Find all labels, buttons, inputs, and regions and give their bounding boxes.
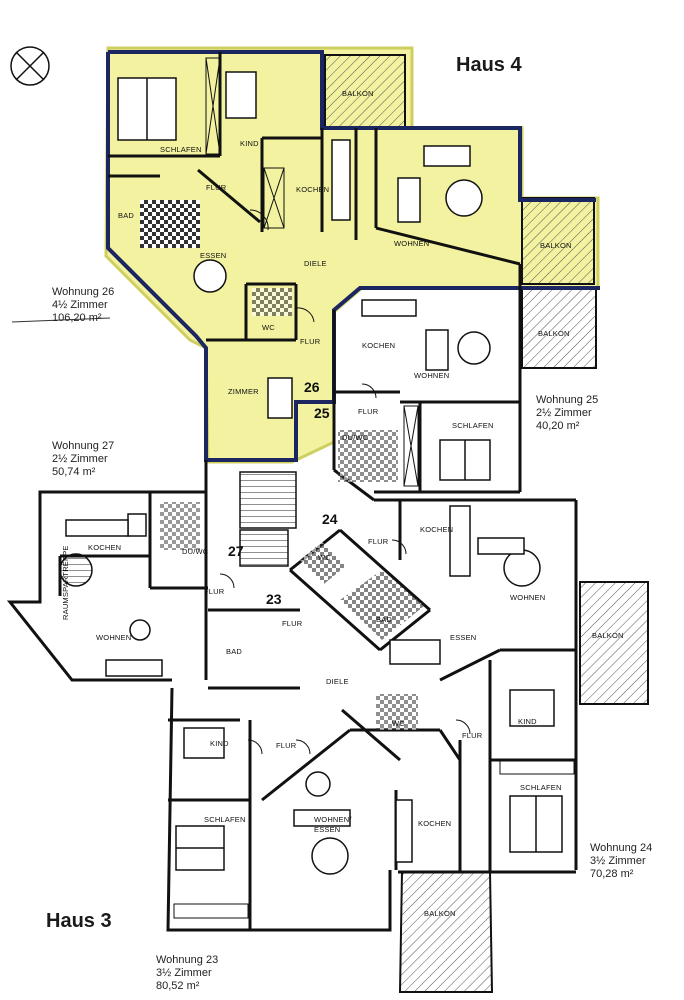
unit-area: 70,28 m² — [590, 868, 634, 880]
label-kochen-27: KOCHEN — [88, 543, 121, 552]
unit-name: Wohnung 27 — [52, 440, 115, 452]
label-kind-23: KIND — [210, 739, 229, 748]
label-diele-23: DIELE — [326, 677, 349, 686]
label-essen-24: ESSEN — [450, 633, 476, 642]
title-haus-4: Haus 4 — [456, 54, 522, 76]
label-balkon-23: BALKON — [424, 909, 456, 918]
door-swings — [219, 209, 471, 755]
unit-rooms: 2½ Zimmer — [52, 453, 108, 465]
duwc-27-tiles — [160, 502, 200, 550]
label-wohnen-25: WOHNEN — [414, 371, 449, 380]
label-flur-23a: FLUR — [282, 619, 303, 628]
unit-area: 40,20 m² — [536, 420, 580, 432]
wc-23-tiles — [376, 694, 418, 730]
unit-name: Wohnung 24 — [590, 842, 653, 854]
label-diele-26: DIELE — [304, 259, 327, 268]
caption-wohnung-25: Wohnung 25 2½ Zimmer 40,20 m² — [536, 394, 598, 433]
label-wohnen-essen-23a: WOHNEN/ — [314, 815, 352, 824]
bad-26-tiles — [140, 200, 200, 248]
label-zimmer-26: ZIMMER — [228, 387, 259, 396]
label-bad-26: BAD — [118, 211, 134, 220]
balkon-26-top — [324, 54, 406, 128]
wc-center-tiles — [300, 542, 346, 584]
unit-rooms: 4½ Zimmer — [52, 299, 108, 311]
label-wc-26: WC — [262, 323, 275, 332]
label-schlafen-26: SCHLAFEN — [160, 145, 202, 154]
label-balkon-24: BALKON — [592, 631, 624, 640]
unit-rooms: 3½ Zimmer — [156, 967, 212, 979]
label-flur-26: FLUR — [206, 183, 227, 192]
label-duwc-25: DU/WC — [342, 433, 369, 442]
unit-rooms: 2½ Zimmer — [536, 407, 592, 419]
unit-area: 80,52 m² — [156, 980, 200, 992]
label-wc-23: WC — [392, 719, 405, 728]
duwc-25-tiles — [338, 430, 398, 482]
caption-wohnung-26: Wohnung 26 4½ Zimmer 106,20 m² — [52, 286, 114, 325]
unit-area: 50,74 m² — [52, 466, 96, 478]
label-kochen-23: KOCHEN — [418, 819, 451, 828]
north-arrow-icon — [10, 46, 50, 86]
unit-number-27: 27 — [228, 543, 244, 559]
unit-rooms: 3½ Zimmer — [590, 855, 646, 867]
label-wohnen-24: WOHNEN — [510, 593, 545, 602]
label-balkon-25: BALKON — [538, 329, 570, 338]
label-balkon-top: BALKON — [342, 89, 374, 98]
label-schlafen-25: SCHLAFEN — [452, 421, 494, 430]
furniture-beds — [117, 71, 563, 871]
bad-center-tiles — [340, 570, 424, 640]
leader-line-26 — [11, 317, 111, 323]
label-raumspartreppe: RAUMSPARTREPPE — [61, 545, 70, 620]
label-duwc-27: DU/WC — [182, 547, 209, 556]
label-bad-center: BAD — [376, 615, 392, 624]
wardrobes — [173, 57, 575, 919]
label-flur-25: FLUR — [358, 407, 379, 416]
label-essen-26: ESSEN — [200, 251, 226, 260]
label-bad-23: BAD — [226, 647, 242, 656]
title-haus-3: Haus 3 — [46, 910, 112, 932]
label-wohnen-26: WOHNEN — [394, 239, 429, 248]
label-flur-24: FLUR — [368, 537, 389, 546]
label-flur-26b: FLUR — [300, 337, 321, 346]
unit-number-26: 26 — [304, 379, 320, 395]
label-flur-23b: FLUR — [276, 741, 297, 750]
label-flur-27: FLUR — [204, 587, 225, 596]
unit-name: Wohnung 26 — [52, 286, 115, 298]
unit-number-23: 23 — [266, 591, 282, 607]
kitchen-counters — [65, 139, 471, 863]
caption-wohnung-27: Wohnung 27 2½ Zimmer 50,74 m² — [52, 440, 114, 479]
label-kochen-26: KOCHEN — [296, 185, 329, 194]
unit-number-24: 24 — [322, 511, 338, 527]
label-flur-24b: FLUR — [462, 731, 483, 740]
balkon-24 — [579, 581, 649, 705]
label-wohnen-essen-23b: ESSEN — [314, 825, 340, 834]
spiral-stair — [59, 553, 93, 587]
label-kochen-24: KOCHEN — [420, 525, 453, 534]
caption-wohnung-24: Wohnung 24 3½ Zimmer 70,28 m² — [590, 842, 652, 881]
label-wc-center: WC — [318, 553, 331, 562]
outline-wohnung-26 — [106, 52, 600, 462]
stair-hall — [239, 471, 297, 529]
furniture-tables — [105, 145, 541, 875]
unit-area: 106,20 m² — [52, 312, 102, 324]
unit-name: Wohnung 23 — [156, 954, 219, 966]
wc-26-tiles — [252, 288, 292, 316]
stair-hall-lower — [239, 529, 289, 567]
label-kochen-25: KOCHEN — [362, 341, 395, 350]
label-kind-24: KIND — [518, 717, 537, 726]
label-schlafen-24: SCHLAFEN — [520, 783, 562, 792]
label-kind-26: KIND — [240, 139, 259, 148]
balkon-23 — [398, 871, 494, 993]
unit-name: Wohnung 25 — [536, 394, 599, 406]
label-schlafen-23: SCHLAFEN — [204, 815, 246, 824]
unit-number-25: 25 — [314, 405, 330, 421]
balkon-26-right — [521, 197, 595, 285]
label-wohnen-27: WOHNEN — [96, 633, 131, 642]
label-balkon-right: BALKON — [540, 241, 572, 250]
caption-wohnung-23: Wohnung 23 3½ Zimmer 80,52 m² — [156, 954, 218, 993]
balkon-25 — [521, 287, 597, 369]
